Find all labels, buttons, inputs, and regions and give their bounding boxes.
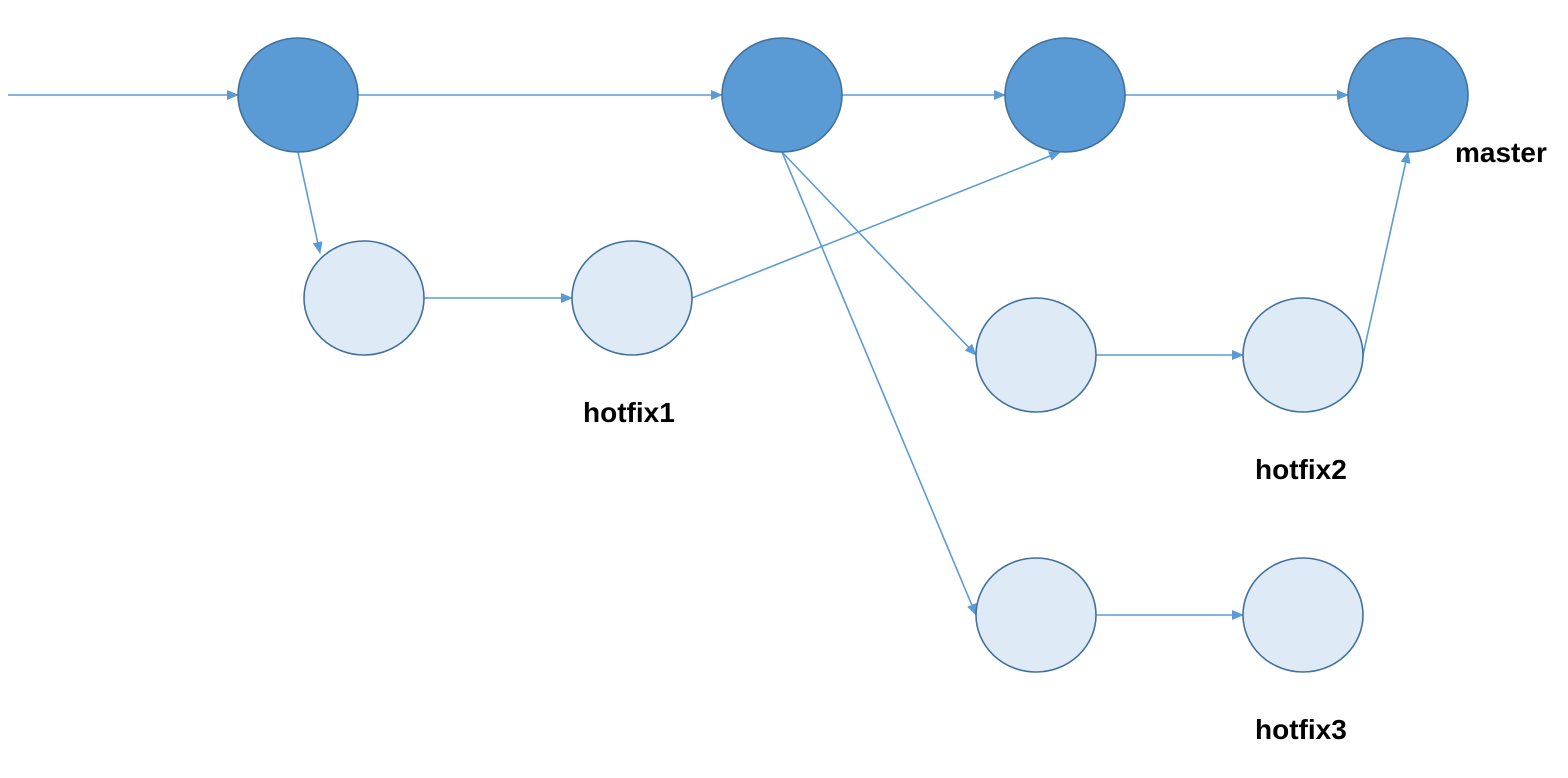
commit-node-h3b — [1242, 557, 1364, 673]
edges-layer — [8, 90, 1411, 620]
branch-label-hotfix3: hotfix3 — [1255, 714, 1347, 745]
commit-node-h1a — [303, 240, 425, 356]
commit-node-h1b — [571, 240, 693, 356]
branch-label-hotfix1: hotfix1 — [583, 397, 675, 428]
edge-m2-to-h2a — [781, 151, 977, 356]
edge-h1b-to-m3 — [691, 151, 1061, 299]
commit-node-h2b — [1242, 297, 1364, 413]
edge-h2b-to-m4 — [1362, 151, 1411, 356]
commit-node-h2a — [975, 297, 1097, 413]
commit-node-h3a — [975, 557, 1097, 673]
branch-label-hotfix2: hotfix2 — [1255, 454, 1347, 485]
commit-node-m3 — [1004, 37, 1126, 153]
commit-node-m4 — [1347, 37, 1469, 153]
commit-node-m1 — [237, 37, 359, 153]
edge-m2-to-h3a — [781, 151, 977, 616]
commit-node-m2 — [721, 37, 843, 153]
edge-m1-to-h1a — [297, 151, 323, 254]
branch-label-master: master — [1455, 137, 1547, 168]
commit-nodes-layer — [237, 37, 1469, 673]
branch-labels-layer: master hotfix1 hotfix2 hotfix3 — [583, 137, 1547, 745]
